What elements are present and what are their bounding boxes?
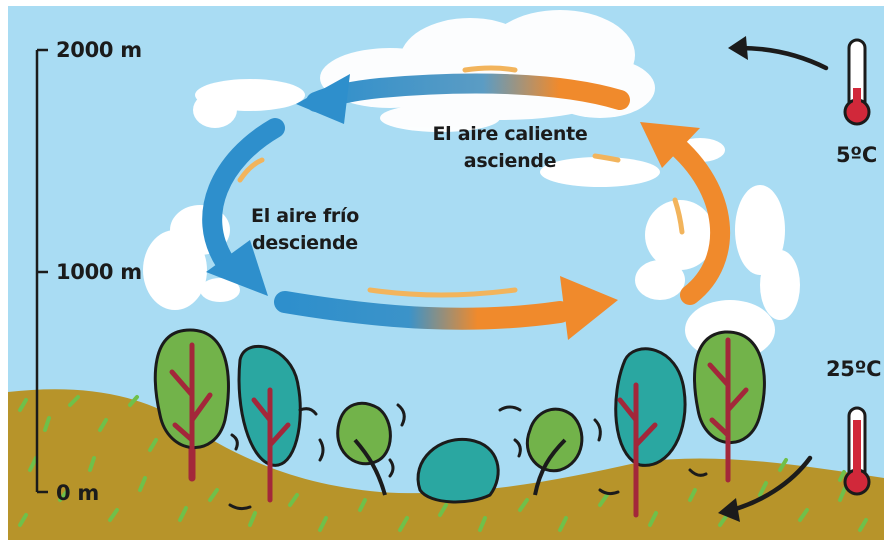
bush-icon	[416, 437, 500, 504]
warm-air-arrow	[662, 132, 731, 305]
altitude-scale	[35, 48, 48, 494]
tree-icon	[525, 407, 584, 496]
warm-arrowhead	[640, 122, 700, 168]
tree-icon	[153, 328, 230, 482]
warm-air-line-2: asciende	[463, 150, 557, 172]
convection-loop	[202, 73, 731, 340]
wind-arrow-icon	[718, 455, 813, 522]
warm-air-note: El aire caliente asciende	[425, 121, 595, 175]
ground	[8, 389, 884, 540]
thermometer-icon	[843, 406, 871, 496]
altitude-label-2000: 2000 m	[56, 38, 142, 62]
wind-arrow-icon	[728, 36, 829, 71]
altitude-label-1000: 1000 m	[56, 260, 142, 284]
tree-icon	[336, 401, 392, 496]
warm-streaks	[237, 65, 685, 298]
cloud-icon	[193, 79, 305, 128]
altitude-label-0: 0 m	[56, 481, 99, 505]
cold-air-line-2: desciende	[252, 232, 358, 254]
cold-arrowhead	[206, 240, 268, 296]
temperature-high: 5ºC	[836, 143, 877, 167]
cold-air-note: El aire frío desciende	[235, 203, 375, 257]
tree-icon	[237, 344, 302, 503]
grass-dashes	[18, 395, 868, 532]
tree-icon	[693, 330, 766, 483]
temperature-low: 25ºC	[826, 357, 882, 381]
bottom-air-arrow	[274, 291, 571, 330]
bottom-arrowhead	[560, 276, 618, 340]
tree-icon	[614, 347, 687, 518]
cold-air-line-1: El aire frío	[251, 205, 359, 227]
top-arrowhead	[296, 74, 350, 124]
thermometer-icon	[843, 38, 871, 126]
wind-scribbles	[228, 403, 708, 511]
cold-air-arrow	[202, 118, 285, 272]
warm-air-line-1: El aire caliente	[432, 123, 588, 145]
